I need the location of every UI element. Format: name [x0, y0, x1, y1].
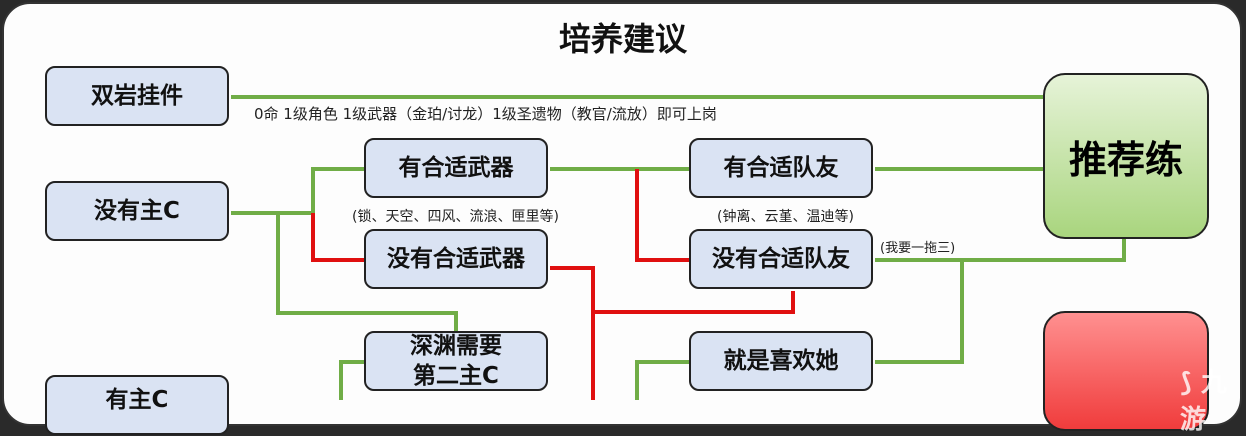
watermark-logo: ⟆ 九游	[1180, 368, 1227, 435]
box-double-rock: 双岩挂件	[45, 66, 229, 126]
line-like	[875, 260, 964, 364]
line-no-main-c	[231, 167, 364, 215]
box-no-main-c: 没有主C	[45, 181, 229, 241]
note-teammates: (钟离、云堇、温迪等)	[717, 209, 854, 225]
box-has-main-c: 有主C	[45, 375, 229, 435]
line-abyss	[276, 213, 458, 331]
line-carry	[875, 238, 1126, 262]
box-abyss: 深渊需要第二主C	[364, 331, 548, 391]
box-no-weapon: 没有合适武器	[364, 229, 548, 289]
note-carry: (我要一拖三)	[880, 241, 956, 256]
line-no-team-down	[593, 291, 795, 314]
box-like-her: 就是喜欢她	[689, 331, 873, 391]
box-recommend: 推荐练	[1043, 73, 1209, 239]
connector-lines	[231, 95, 1126, 400]
line-like-down	[635, 360, 689, 400]
line-abyss-down	[339, 360, 364, 400]
box-has-weapon: 有合适武器	[364, 138, 548, 198]
box-no-team: 没有合适队友	[689, 229, 873, 289]
line-no-weapon-down	[550, 266, 595, 400]
line-no-team	[635, 169, 689, 262]
box-has-team: 有合适队友	[689, 138, 873, 198]
diagram-title: 培养建议	[558, 20, 687, 58]
line-no-weapon	[311, 213, 364, 262]
note-double-rock: 0命 1级角色 1级武器（金珀/讨龙）1级圣遗物（教官/流放）即可上岗	[254, 105, 717, 123]
note-weapons: (锁、天空、四风、流浪、匣里等)	[352, 209, 559, 225]
